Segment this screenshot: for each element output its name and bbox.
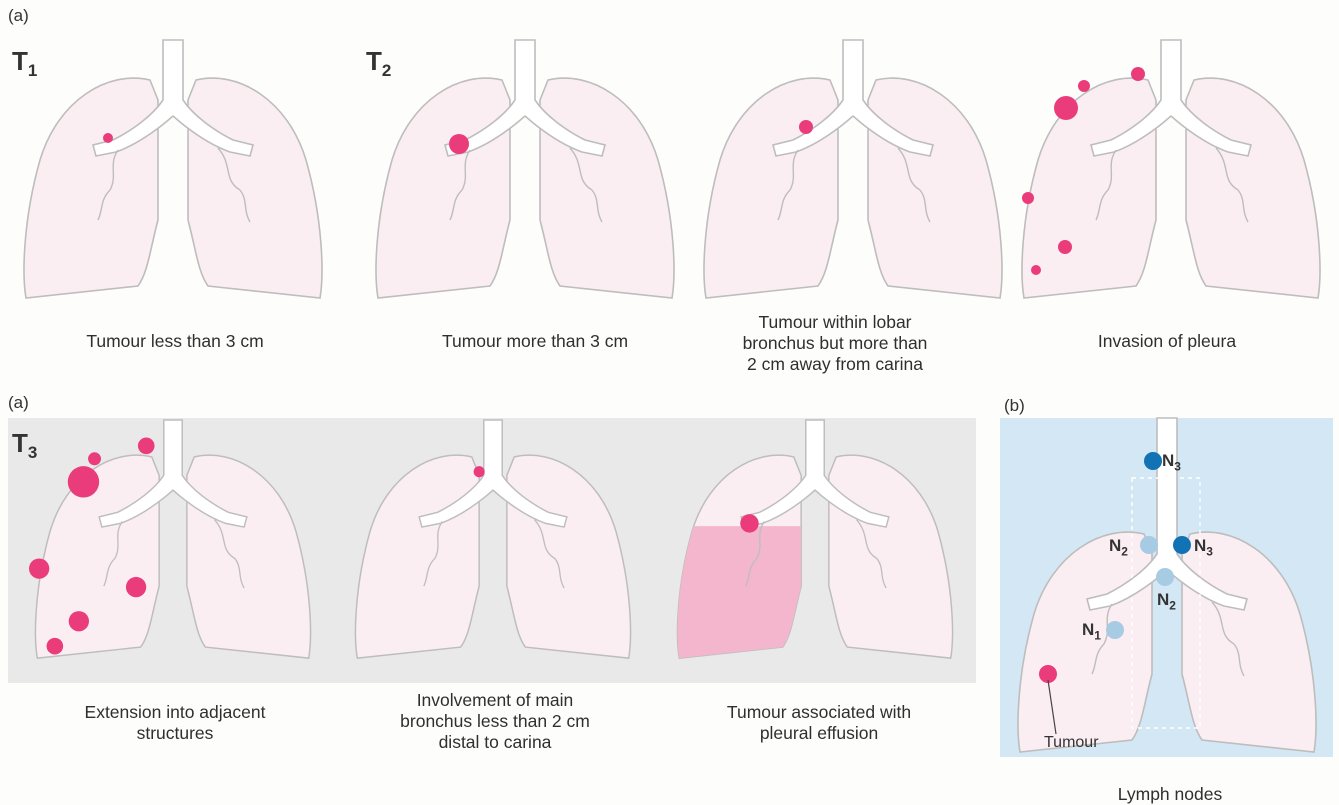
lymph-node-n2-left: [1140, 536, 1158, 554]
lung-diagram-t3-effusion: [660, 420, 970, 660]
tumour-marker: [1022, 192, 1034, 204]
tumour-marker: [1078, 80, 1090, 92]
lung-diagram-t2-large: [370, 40, 680, 300]
label-n3-upper: N3: [1162, 451, 1181, 473]
tumour-marker: [138, 438, 155, 455]
tumour-marker: [29, 558, 49, 578]
tumour-marker: [68, 466, 99, 497]
lung-diagram-t3-adjacent: [18, 420, 328, 660]
lung-diagram-t3-main-bronchus: [338, 420, 648, 660]
panel-letter-a-bottom: (a): [8, 393, 29, 413]
lymph-node-n2-lower: [1156, 568, 1174, 586]
tumour-marker: [799, 120, 813, 134]
tumour-marker: [474, 466, 485, 477]
caption-t3-adjacent: Extension into adjacent structures: [20, 702, 330, 744]
caption-t1: Tumour less than 3 cm: [20, 331, 330, 352]
tumour-marker: [88, 452, 101, 465]
caption-t2-pleura: Invasion of pleura: [1012, 331, 1322, 352]
tumour-marker: [449, 134, 469, 154]
caption-t2-lobar: Tumour within lobar bronchus but more th…: [680, 312, 990, 375]
label-n3-right: N3: [1194, 536, 1213, 558]
caption-t3-main-bronchus: Involvement of main bronchus less than 2…: [340, 690, 650, 753]
lymph-node-n1: [1106, 621, 1124, 639]
lymph-node-n3-upper: [1144, 452, 1162, 470]
lymph-node-n3-right: [1173, 536, 1191, 554]
tumour-marker: [1031, 265, 1041, 275]
lung-diagram-t1-small: [18, 40, 328, 300]
tumour-marker: [1054, 96, 1078, 120]
tumour-marker: [740, 514, 758, 532]
panel-letter-b: (b): [1004, 396, 1025, 416]
caption-lymph-nodes: Lymph nodes: [1030, 785, 1310, 803]
tumour-marker: [103, 133, 113, 143]
tumour-label: Tumour: [1044, 734, 1099, 752]
caption-t2-size: Tumour more than 3 cm: [380, 331, 690, 352]
caption-t3-effusion: Tumour associated with pleural effusion: [664, 702, 974, 744]
pleural-effusion-area: [672, 526, 820, 664]
tumour-marker: [47, 638, 64, 655]
tumour-marker: [1058, 240, 1072, 254]
tumour-marker: [69, 611, 89, 631]
lung-diagram-t2-lobar: [698, 40, 1008, 300]
label-n2-lower: N2: [1157, 590, 1176, 612]
panel-letter-a-top: (a): [8, 6, 29, 26]
label-n1: N1: [1082, 620, 1101, 642]
lung-diagram-t2-pleura: [1016, 40, 1326, 300]
tumour-marker: [126, 577, 146, 597]
label-n2-left: N2: [1109, 536, 1128, 558]
tumour-marker: [1131, 67, 1145, 81]
